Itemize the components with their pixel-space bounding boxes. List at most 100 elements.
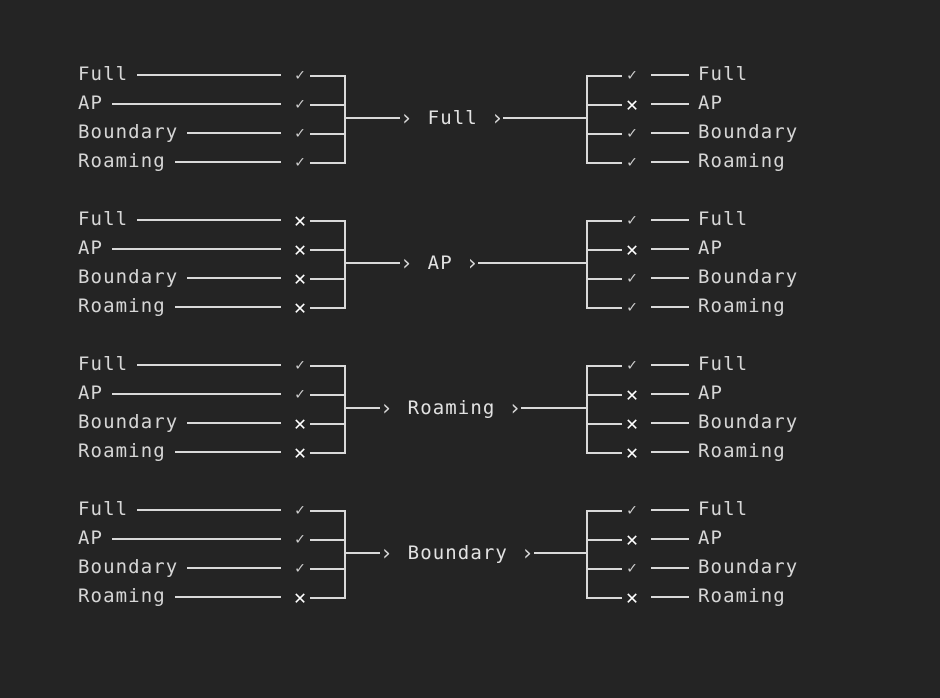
output-row: ✓Boundary bbox=[622, 263, 798, 292]
input-label: Boundary bbox=[78, 411, 179, 433]
output-row: ✓Roaming bbox=[622, 147, 798, 176]
input-flow-line bbox=[346, 117, 400, 119]
center-row: ›Full› bbox=[346, 60, 586, 176]
mark-cross: ✕ bbox=[625, 584, 639, 609]
output-label: AP bbox=[698, 92, 724, 114]
bracket-stub bbox=[310, 103, 346, 106]
arrow-head-icon: › bbox=[380, 395, 393, 420]
output-label: AP bbox=[698, 382, 724, 404]
bracket-stub bbox=[586, 161, 622, 164]
input-flow-line bbox=[346, 262, 400, 264]
bracket-stub bbox=[586, 538, 622, 541]
input-bracket bbox=[310, 60, 346, 176]
bracket-stub bbox=[586, 422, 622, 425]
connector-line bbox=[651, 247, 689, 250]
center-row: › Boundary › bbox=[346, 495, 586, 611]
output-label: AP bbox=[698, 527, 724, 549]
connector-line bbox=[651, 566, 689, 569]
input-label: Roaming bbox=[78, 440, 166, 462]
output-row: ✓Roaming bbox=[622, 292, 798, 321]
input-row: Boundary✕ bbox=[78, 263, 310, 292]
bracket-stub bbox=[310, 596, 346, 599]
connector-line bbox=[112, 537, 281, 540]
bracket-stub bbox=[310, 509, 346, 512]
bracket-stub bbox=[586, 103, 622, 106]
input-row: Full ✓ bbox=[78, 495, 310, 524]
chevron-right-icon: › bbox=[465, 250, 479, 275]
bracket-stub bbox=[310, 74, 346, 77]
connector-line bbox=[137, 363, 281, 366]
bracket-stub bbox=[310, 277, 346, 280]
output-label: Boundary bbox=[698, 411, 799, 433]
mark-check: ✓ bbox=[295, 528, 305, 548]
connector-line bbox=[174, 450, 281, 453]
center-state: › Boundary › bbox=[346, 495, 586, 611]
output-label: Full bbox=[698, 63, 749, 85]
input-label: Full bbox=[78, 498, 129, 520]
bracket-stub bbox=[586, 277, 622, 280]
input-label: Roaming bbox=[78, 295, 166, 317]
output-bracket bbox=[586, 60, 622, 176]
bracket-stub bbox=[586, 132, 622, 135]
center-row: ›Roaming› bbox=[346, 350, 586, 466]
connector-line bbox=[651, 363, 689, 366]
mark-check: ✓ bbox=[627, 557, 637, 577]
output-label: Roaming bbox=[698, 585, 786, 607]
output-flow-line bbox=[478, 262, 586, 264]
connector-line bbox=[651, 392, 689, 395]
center-state-label: Boundary bbox=[407, 541, 508, 564]
arrow-head-icon: › bbox=[400, 250, 413, 275]
arrow-head-icon: › bbox=[400, 105, 413, 130]
connector-line bbox=[112, 102, 281, 105]
inputs-section: Full✕AP✕Boundary✕Roaming✕ bbox=[0, 205, 346, 321]
input-bracket bbox=[310, 350, 346, 466]
input-label: Boundary bbox=[78, 266, 179, 288]
bracket-stub bbox=[310, 393, 346, 396]
connector-line bbox=[187, 131, 281, 134]
bracket-stub bbox=[310, 451, 346, 454]
arrow-head-icon: › bbox=[380, 540, 393, 565]
bracket-stub bbox=[310, 219, 346, 222]
bracket-stub bbox=[310, 567, 346, 570]
inputs-section: Full✓AP✓Boundary✓Roaming✕ bbox=[0, 495, 346, 611]
connector-line bbox=[651, 102, 689, 105]
output-label: Full bbox=[698, 208, 749, 230]
bracket-stub bbox=[586, 74, 622, 77]
mark-cross: ✕ bbox=[625, 439, 639, 464]
bracket-stub bbox=[310, 248, 346, 251]
input-row: Roaming✓ bbox=[78, 147, 310, 176]
mark-cross: ✕ bbox=[625, 381, 639, 406]
outputs-section: ✓Full✕AP✓Boundary✕Roaming bbox=[586, 495, 798, 611]
outputs-section: ✓Full✕AP✓Boundary✓Roaming bbox=[586, 60, 798, 176]
mark-cross: ✕ bbox=[293, 236, 307, 261]
connector-line bbox=[174, 305, 281, 308]
input-flow-line bbox=[346, 407, 380, 409]
chevron-right-icon: › bbox=[520, 540, 534, 565]
output-label: Roaming bbox=[698, 150, 786, 172]
output-list: ✓Full✕AP✓Boundary✕Roaming bbox=[622, 495, 798, 611]
center-state-label: Roaming bbox=[407, 396, 496, 419]
output-list: ✓Full✕AP✕Boundary✕Roaming bbox=[622, 350, 798, 466]
output-flow-line bbox=[503, 117, 586, 119]
connector-line bbox=[651, 595, 689, 598]
input-list: Full✓AP✓Boundary✓Roaming✓ bbox=[78, 60, 310, 176]
connector-line bbox=[651, 218, 689, 221]
input-label: Boundary bbox=[78, 556, 179, 578]
output-row: ✓Full bbox=[622, 495, 798, 524]
input-row: AP✓ bbox=[78, 89, 310, 118]
mark-check: ✓ bbox=[627, 122, 637, 142]
bracket-stub bbox=[586, 219, 622, 222]
input-list: Full✕AP✕Boundary✕Roaming✕ bbox=[78, 205, 310, 321]
input-label: AP bbox=[78, 527, 104, 549]
output-row: ✓ Boundary bbox=[622, 118, 798, 147]
output-row: ✓Full bbox=[622, 205, 798, 234]
bracket-stub bbox=[586, 393, 622, 396]
input-row: Boundary✕ bbox=[78, 408, 310, 437]
input-bracket bbox=[310, 205, 346, 321]
mark-check: ✓ bbox=[295, 499, 305, 519]
input-flow-line bbox=[346, 552, 380, 554]
output-label: Boundary bbox=[698, 121, 799, 143]
bracket-stub bbox=[310, 422, 346, 425]
input-row: AP✓ bbox=[78, 379, 310, 408]
input-list: Full✓AP✓Boundary✕Roaming✕ bbox=[78, 350, 310, 466]
